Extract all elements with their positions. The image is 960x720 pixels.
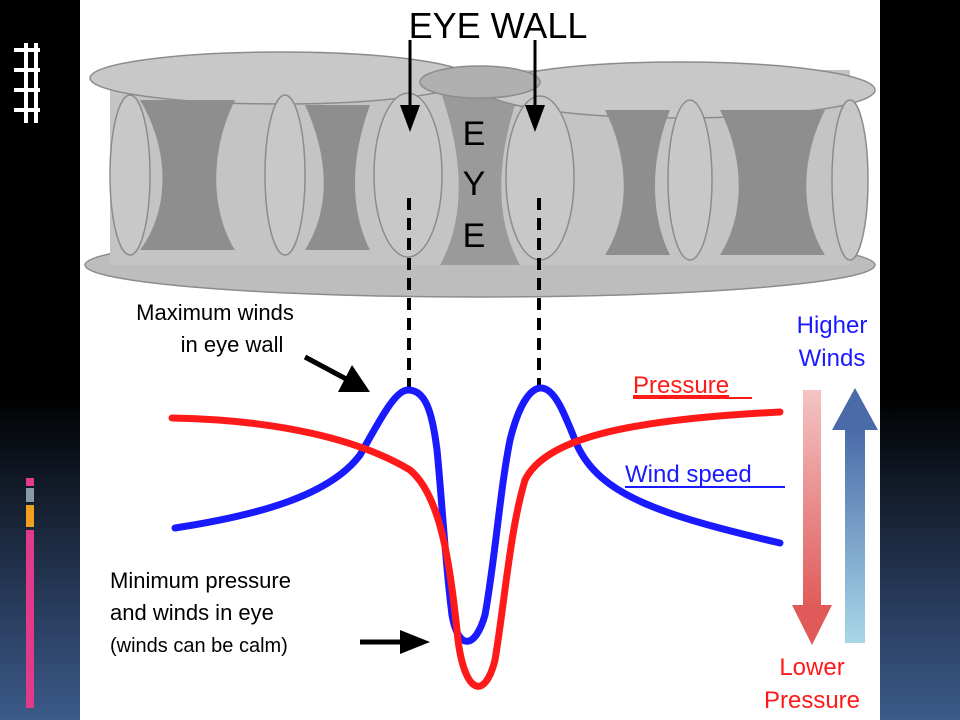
- max-winds-pointer-arrow: [303, 354, 370, 392]
- cloud-cavity-right: [720, 110, 825, 255]
- accent-bar-pink-2: [26, 530, 34, 708]
- higher-winds-arrow-icon: [832, 388, 878, 643]
- slide-lines-decoration: [14, 43, 40, 123]
- cloud-pillar-3: [667, 99, 713, 261]
- higher-winds-label-line1: Higher: [797, 312, 868, 339]
- eye-letter-1: E: [463, 115, 486, 153]
- legend-pressure: Pressure: [633, 372, 729, 399]
- higher-winds-label-line2: Winds: [799, 345, 866, 372]
- cloud-cavity-right-inner: [605, 110, 670, 255]
- wind-speed-curve: [171, 384, 784, 645]
- lower-pressure-label-line1: Lower: [779, 654, 844, 681]
- min-pressure-label-line1: Minimum pressure: [110, 568, 291, 593]
- eye-letter-3: E: [463, 217, 486, 255]
- eyewall-left: [373, 92, 443, 258]
- eye-column: [440, 90, 520, 265]
- cloud-cavity-left: [140, 100, 235, 250]
- hurricane-cloud-structure: [84, 51, 876, 298]
- pressure-curve: [168, 408, 784, 690]
- right-backdrop: [880, 0, 960, 720]
- eyewall-pointer-arrows: [400, 40, 545, 132]
- lower-pressure-label-line2: Pressure: [764, 687, 860, 714]
- eye-wall-title: EYE WALL: [409, 5, 588, 46]
- eye-letter-2: Y: [463, 165, 486, 203]
- accent-bar-gray: [26, 488, 34, 502]
- lower-pressure-arrow-icon: [792, 390, 832, 645]
- cloud-pillar-2: [264, 94, 306, 256]
- eyewall-right: [505, 95, 575, 261]
- max-winds-label-line2: in eye wall: [181, 332, 284, 357]
- cloud-pillar-1: [109, 94, 151, 256]
- eyewall-arrow-left-head: [400, 105, 420, 132]
- eyewall-arrow-right-head: [525, 105, 545, 132]
- cloud-top-center: [419, 65, 541, 99]
- min-pressure-label-line2: and winds in eye: [110, 600, 274, 625]
- legend-wind-speed: Wind speed: [625, 461, 752, 488]
- max-winds-label-line1: Maximum winds: [136, 300, 294, 325]
- accent-bar-orange: [26, 505, 34, 527]
- slide-canvas: EYE WALL E Y E Maximum winds in eye wall…: [80, 0, 880, 720]
- left-backdrop: [0, 0, 80, 720]
- cloud-cavity-left-inner: [305, 105, 370, 250]
- min-pressure-label-line3: (winds can be calm): [110, 635, 288, 657]
- min-pressure-pointer-arrow: [360, 630, 430, 654]
- accent-bar-pink-1: [26, 478, 34, 486]
- cloud-pillar-4: [831, 99, 869, 261]
- hurricane-diagram: EYE WALL E Y E Maximum winds in eye wall…: [84, 5, 878, 714]
